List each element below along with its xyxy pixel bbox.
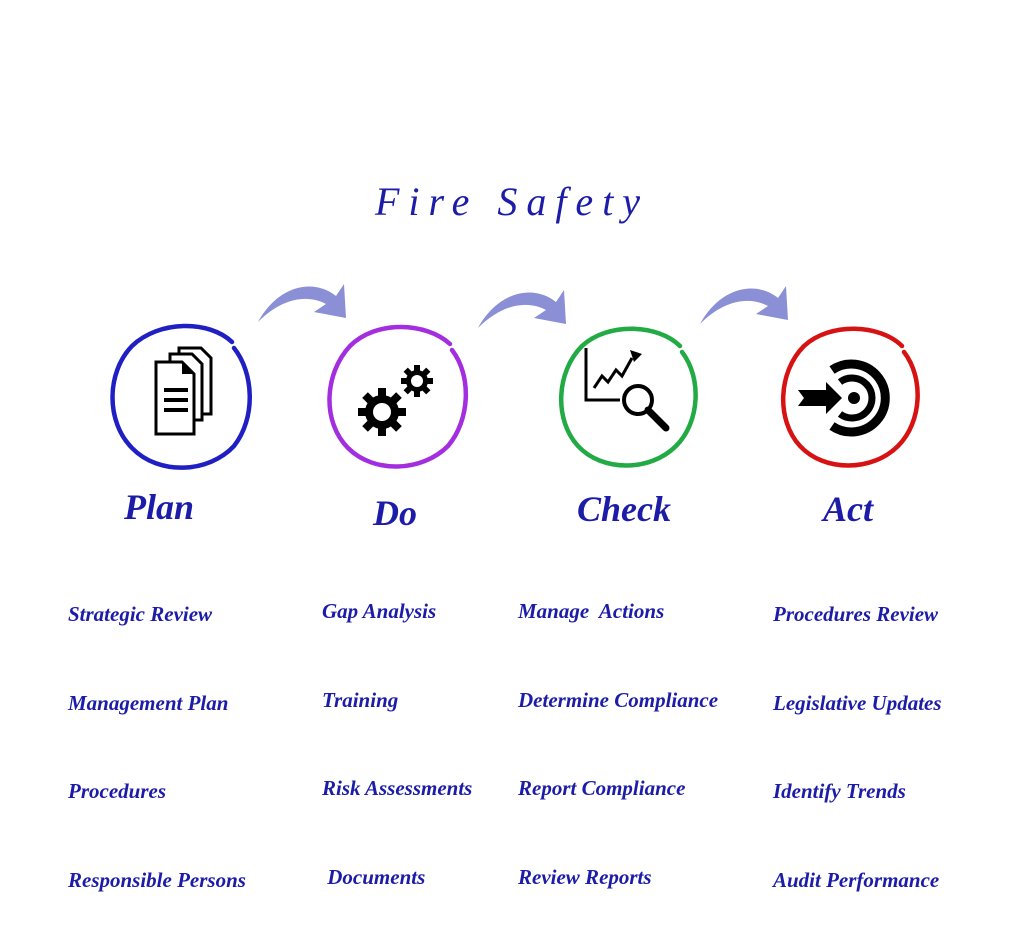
- act-circle: [780, 326, 920, 468]
- curved-arrow-icon: [700, 286, 788, 324]
- list-item: Identify Trends: [773, 779, 906, 803]
- list-item: Risk Assessments: [322, 776, 473, 800]
- stage-heading-act: Act: [823, 489, 873, 529]
- stage-heading-plan: Plan: [124, 487, 195, 527]
- curved-arrow-icon: [258, 284, 346, 322]
- list-item: Responsible Persons: [68, 867, 246, 892]
- stage-heading-do: Do: [373, 493, 417, 533]
- chart-magnifier-icon: [584, 348, 670, 432]
- list-item: Training: [322, 687, 399, 712]
- stage-heading-check: Check: [577, 489, 671, 529]
- list-item: Manage Actions: [518, 599, 665, 623]
- do-items: Gap Analysis Training Risk Assessments D…: [322, 538, 472, 922]
- curved-arrow-icon: [478, 290, 566, 328]
- check-circle: [558, 326, 698, 468]
- list-item: Documents: [322, 864, 426, 889]
- list-item: Determine Compliance: [518, 687, 719, 712]
- list-item: Review Reports: [518, 864, 652, 889]
- diagram-title: Fire Safety: [374, 179, 650, 224]
- list-item: Gap Analysis: [322, 599, 437, 623]
- list-item: Audit Performance: [773, 867, 940, 892]
- check-items: Manage Actions Determine Compliance Repo…: [518, 538, 718, 922]
- list-item: Legislative Updates: [773, 690, 942, 715]
- act-items: Procedures Review Legislative Updates Id…: [773, 541, 942, 925]
- do-circle: [327, 324, 469, 469]
- list-item: Strategic Review: [68, 602, 213, 626]
- plan-circle: [110, 323, 252, 470]
- list-item: Procedures: [68, 779, 166, 803]
- gears-icon: [358, 365, 433, 436]
- target-arrow-icon: [798, 359, 890, 437]
- list-item: Procedures Review: [773, 602, 939, 626]
- list-item: Report Compliance: [518, 776, 686, 800]
- documents-icon: [154, 346, 213, 436]
- list-item: Management Plan: [68, 690, 229, 715]
- plan-items: Strategic Review Management Plan Procedu…: [68, 541, 246, 925]
